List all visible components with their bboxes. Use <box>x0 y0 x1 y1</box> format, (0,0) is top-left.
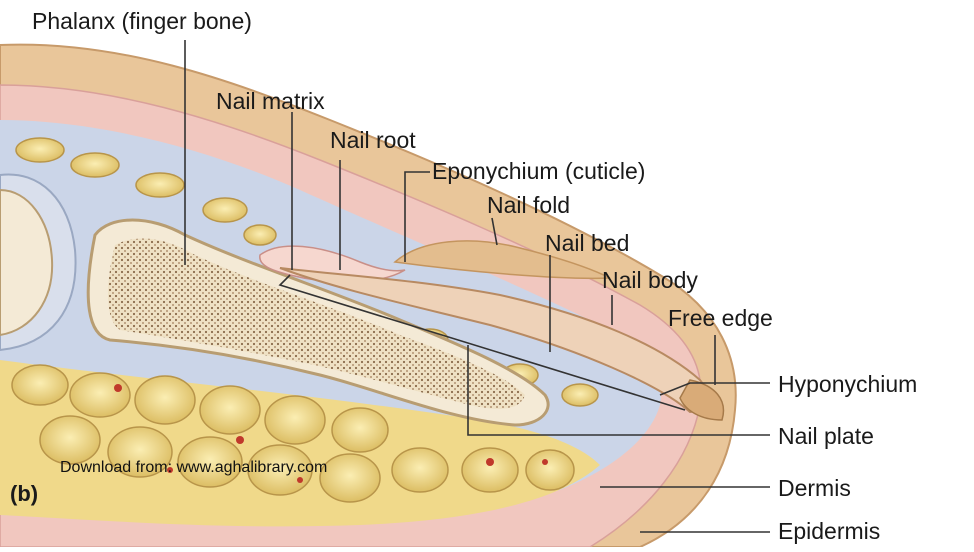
label-epidermis: Epidermis <box>778 520 880 543</box>
label-eponychium: Eponychium (cuticle) <box>432 160 645 183</box>
label-free-edge: Free edge <box>668 307 773 330</box>
label-nail-bed: Nail bed <box>545 232 629 255</box>
label-nail-plate: Nail plate <box>778 425 874 448</box>
panel-letter: (b) <box>10 483 38 505</box>
label-nail-body: Nail body <box>602 269 698 292</box>
watermark-text: Download from: www.aghalibrary.com <box>60 460 327 476</box>
label-phalanx: Phalanx (finger bone) <box>32 10 252 33</box>
label-nail-matrix: Nail matrix <box>216 90 325 113</box>
label-hyponychium: Hyponychium <box>778 373 917 396</box>
label-dermis: Dermis <box>778 477 851 500</box>
label-nail-root: Nail root <box>330 129 416 152</box>
label-nail-fold: Nail fold <box>487 194 570 217</box>
